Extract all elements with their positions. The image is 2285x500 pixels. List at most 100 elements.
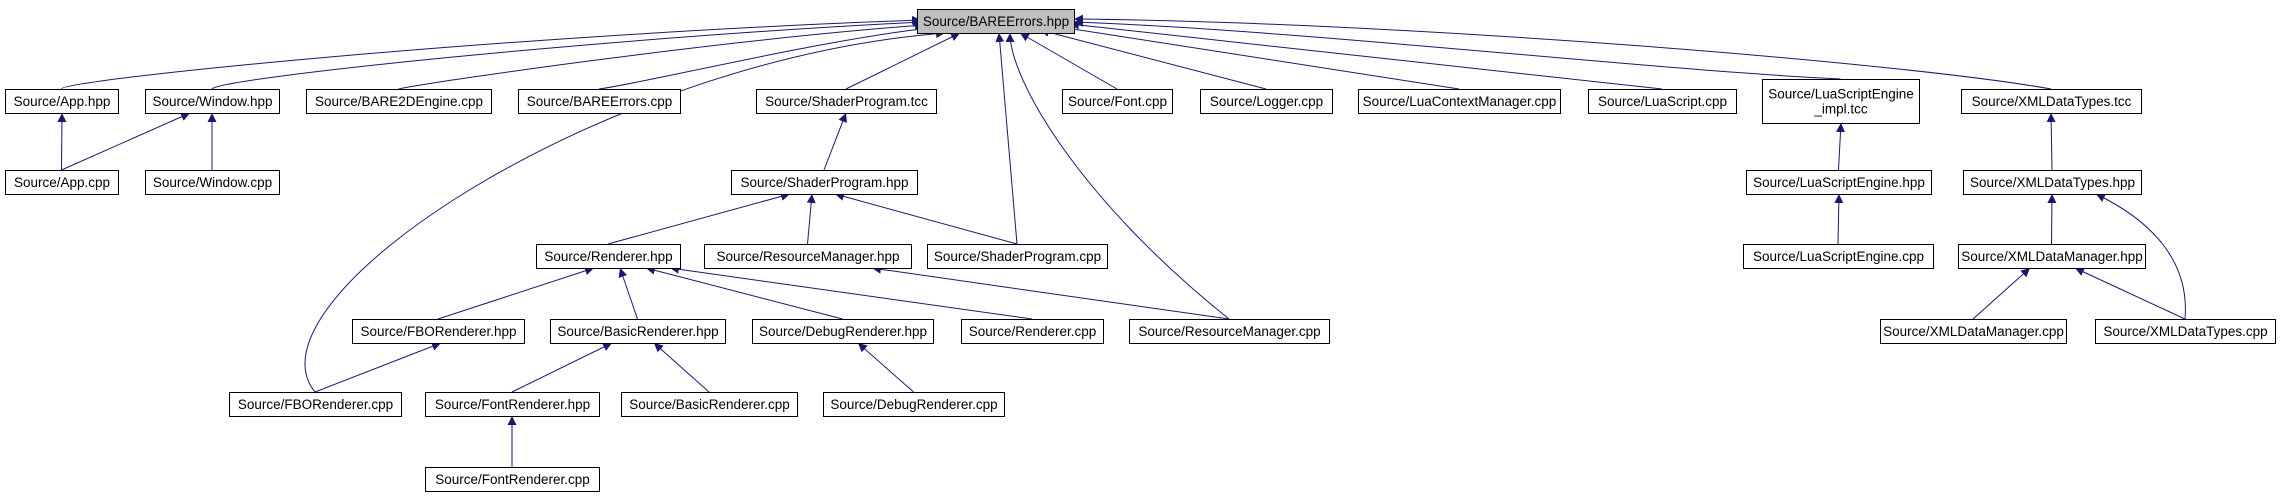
dependency-edge-b2de-to-root bbox=[398, 21, 925, 90]
file-node-label: Source/XMLDataTypes.hpp bbox=[1970, 175, 2135, 190]
file-node-label: Source/BasicRenderer.cpp bbox=[629, 397, 790, 412]
file-node-brc[interactable]: Source/BasicRenderer.cpp bbox=[621, 392, 798, 417]
file-node-appc[interactable]: Source/App.cpp bbox=[5, 170, 119, 195]
file-node-label: Source/BARE2DEngine.cpp bbox=[315, 94, 483, 109]
file-node-box bbox=[1746, 170, 1932, 195]
dependency-edge-brh-to-rendh bbox=[618, 267, 638, 320]
file-node-label: Source/Renderer.hpp bbox=[544, 249, 672, 264]
file-node-label: Source/LuaScriptEngine.hpp bbox=[1753, 175, 1925, 190]
dependency-edge-frh-to-brh bbox=[511, 342, 613, 393]
file-node-label: Source/Renderer.cpp bbox=[969, 324, 1097, 339]
file-node-label: _impl.tcc bbox=[1813, 102, 1868, 117]
file-node-lsec[interactable]: Source/LuaScriptEngine.cpp bbox=[1743, 244, 1934, 269]
dependency-edge-logc-to-root bbox=[1039, 27, 1267, 90]
file-node-b2de[interactable]: Source/BARE2DEngine.cpp bbox=[306, 89, 492, 114]
file-node-box bbox=[731, 170, 918, 195]
file-node-label: Source/App.cpp bbox=[14, 175, 110, 190]
file-node-rmc[interactable]: Source/ResourceManager.cpp bbox=[1129, 319, 1330, 344]
file-node-box bbox=[1961, 89, 2142, 114]
file-node-box bbox=[704, 244, 912, 269]
file-node-label: Source/FontRenderer.cpp bbox=[435, 472, 590, 487]
file-node-label: Source/ShaderProgram.cpp bbox=[934, 249, 1101, 264]
file-node-frh[interactable]: Source/FontRenderer.hpp bbox=[425, 392, 600, 417]
file-node-label: Source/Logger.cpp bbox=[1210, 94, 1323, 109]
dependency-edge-lsec-to-lseh bbox=[1834, 193, 1844, 245]
file-node-box bbox=[1062, 89, 1173, 114]
dependency-edge-fontc-to-root bbox=[1019, 32, 1118, 90]
dependency-edge-rmc-to-rmh bbox=[871, 264, 1230, 320]
file-node-label: Source/LuaScript.cpp bbox=[1598, 94, 1727, 109]
dependency-edge-rendc-to-rendh bbox=[669, 264, 1033, 320]
file-node-box bbox=[2095, 319, 2276, 344]
file-node-berc[interactable]: Source/BAREErrors.cpp bbox=[518, 89, 681, 114]
file-node-label: Source/Window.hpp bbox=[152, 94, 272, 109]
file-node-xdtc[interactable]: Source/XMLDataTypes.cpp bbox=[2095, 319, 2276, 344]
file-node-spc[interactable]: Source/ShaderProgram.cpp bbox=[927, 244, 1108, 269]
file-node-fboc[interactable]: Source/FBORenderer.cpp bbox=[229, 392, 402, 417]
file-node-box bbox=[518, 89, 681, 114]
file-node-frc[interactable]: Source/FontRenderer.cpp bbox=[425, 467, 600, 492]
file-node-rendh[interactable]: Source/Renderer.hpp bbox=[536, 244, 681, 269]
dependency-edge-fboc-to-root bbox=[304, 29, 946, 393]
file-node-box bbox=[352, 319, 525, 344]
dependency-edge-berc-to-root bbox=[598, 24, 931, 90]
file-node-root[interactable]: Source/BAREErrors.hpp bbox=[917, 9, 1075, 34]
file-node-sph[interactable]: Source/ShaderProgram.hpp bbox=[731, 170, 918, 195]
file-node-box bbox=[425, 467, 600, 492]
file-node-box bbox=[536, 244, 681, 269]
file-node-sptcc[interactable]: Source/ShaderProgram.tcc bbox=[756, 89, 937, 114]
file-node-luacm[interactable]: Source/LuaContextManager.cpp bbox=[1358, 89, 1561, 114]
file-node-box bbox=[229, 392, 402, 417]
file-node-box bbox=[145, 170, 280, 195]
file-node-drh[interactable]: Source/DebugRenderer.hpp bbox=[752, 319, 934, 344]
file-node-box bbox=[1200, 89, 1333, 114]
file-node-fontc[interactable]: Source/Font.cpp bbox=[1062, 89, 1173, 114]
file-node-label: Source/XMLDataManager.cpp bbox=[1883, 324, 2064, 339]
file-node-winh[interactable]: Source/Window.hpp bbox=[145, 89, 280, 114]
dependency-edge-winh-to-root bbox=[211, 17, 923, 90]
file-node-box bbox=[1743, 244, 1934, 269]
file-node-label: Source/Font.cpp bbox=[1068, 94, 1167, 109]
file-node-apph[interactable]: Source/App.hpp bbox=[5, 89, 119, 114]
file-node-label: Source/XMLDataTypes.tcc bbox=[1972, 94, 2132, 109]
file-node-box bbox=[145, 89, 280, 114]
file-node-xdth[interactable]: Source/XMLDataTypes.hpp bbox=[1963, 170, 2142, 195]
file-node-brh[interactable]: Source/BasicRenderer.hpp bbox=[550, 319, 726, 344]
file-node-xdttcc[interactable]: Source/XMLDataTypes.tcc bbox=[1961, 89, 2142, 114]
file-node-rendc[interactable]: Source/Renderer.cpp bbox=[961, 319, 1104, 344]
file-node-winc[interactable]: Source/Window.cpp bbox=[145, 170, 280, 195]
file-node-fboh[interactable]: Source/FBORenderer.hpp bbox=[352, 319, 525, 344]
file-node-drc[interactable]: Source/DebugRenderer.cpp bbox=[823, 392, 1005, 417]
dependency-edge-sph-to-sptcc bbox=[823, 112, 847, 171]
edge-layer bbox=[57, 14, 2186, 467]
file-node-box bbox=[927, 244, 1108, 269]
dependency-edge-xdmc-to-xdmh bbox=[1972, 267, 2031, 320]
file-node-logc[interactable]: Source/Logger.cpp bbox=[1200, 89, 1333, 114]
file-node-label: Source/XMLDataManager.hpp bbox=[1961, 249, 2143, 264]
file-node-label: Source/LuaContextManager.cpp bbox=[1363, 94, 1557, 109]
dependency-edge-rendh-to-sph bbox=[607, 192, 791, 245]
file-node-luasc[interactable]: Source/LuaScript.cpp bbox=[1588, 89, 1737, 114]
file-node-label: Source/DebugRenderer.hpp bbox=[759, 324, 927, 339]
file-node-label: Source/FontRenderer.hpp bbox=[435, 397, 590, 412]
file-node-box bbox=[425, 392, 600, 417]
file-node-xdmh[interactable]: Source/XMLDataManager.hpp bbox=[1958, 244, 2146, 269]
file-node-label: Source/ShaderProgram.hpp bbox=[740, 175, 908, 190]
file-node-lseh[interactable]: Source/LuaScriptEngine.hpp bbox=[1746, 170, 1932, 195]
dependency-edge-luasc-to-root bbox=[1069, 20, 1663, 90]
dependency-edge-lseimpl-to-root bbox=[1073, 17, 1841, 80]
file-node-label: Source/Window.cpp bbox=[153, 175, 272, 190]
file-node-rmh[interactable]: Source/ResourceManager.hpp bbox=[704, 244, 912, 269]
file-node-xdmc[interactable]: Source/XMLDataManager.cpp bbox=[1880, 319, 2067, 344]
dependency-edge-xdmh-to-xdth bbox=[2047, 193, 2057, 245]
file-node-box bbox=[756, 89, 937, 114]
file-node-label: Source/XMLDataTypes.cpp bbox=[2103, 324, 2267, 339]
file-node-lseimpl[interactable]: Source/LuaScriptEngine_impl.tcc bbox=[1762, 79, 1920, 124]
dependency-edge-xdttcc-to-root bbox=[1073, 14, 2052, 90]
file-node-box bbox=[5, 170, 119, 195]
file-node-box bbox=[306, 89, 492, 114]
file-node-label: Source/BasicRenderer.hpp bbox=[557, 324, 718, 339]
file-node-label: Source/LuaScriptEngine.cpp bbox=[1753, 249, 1924, 264]
